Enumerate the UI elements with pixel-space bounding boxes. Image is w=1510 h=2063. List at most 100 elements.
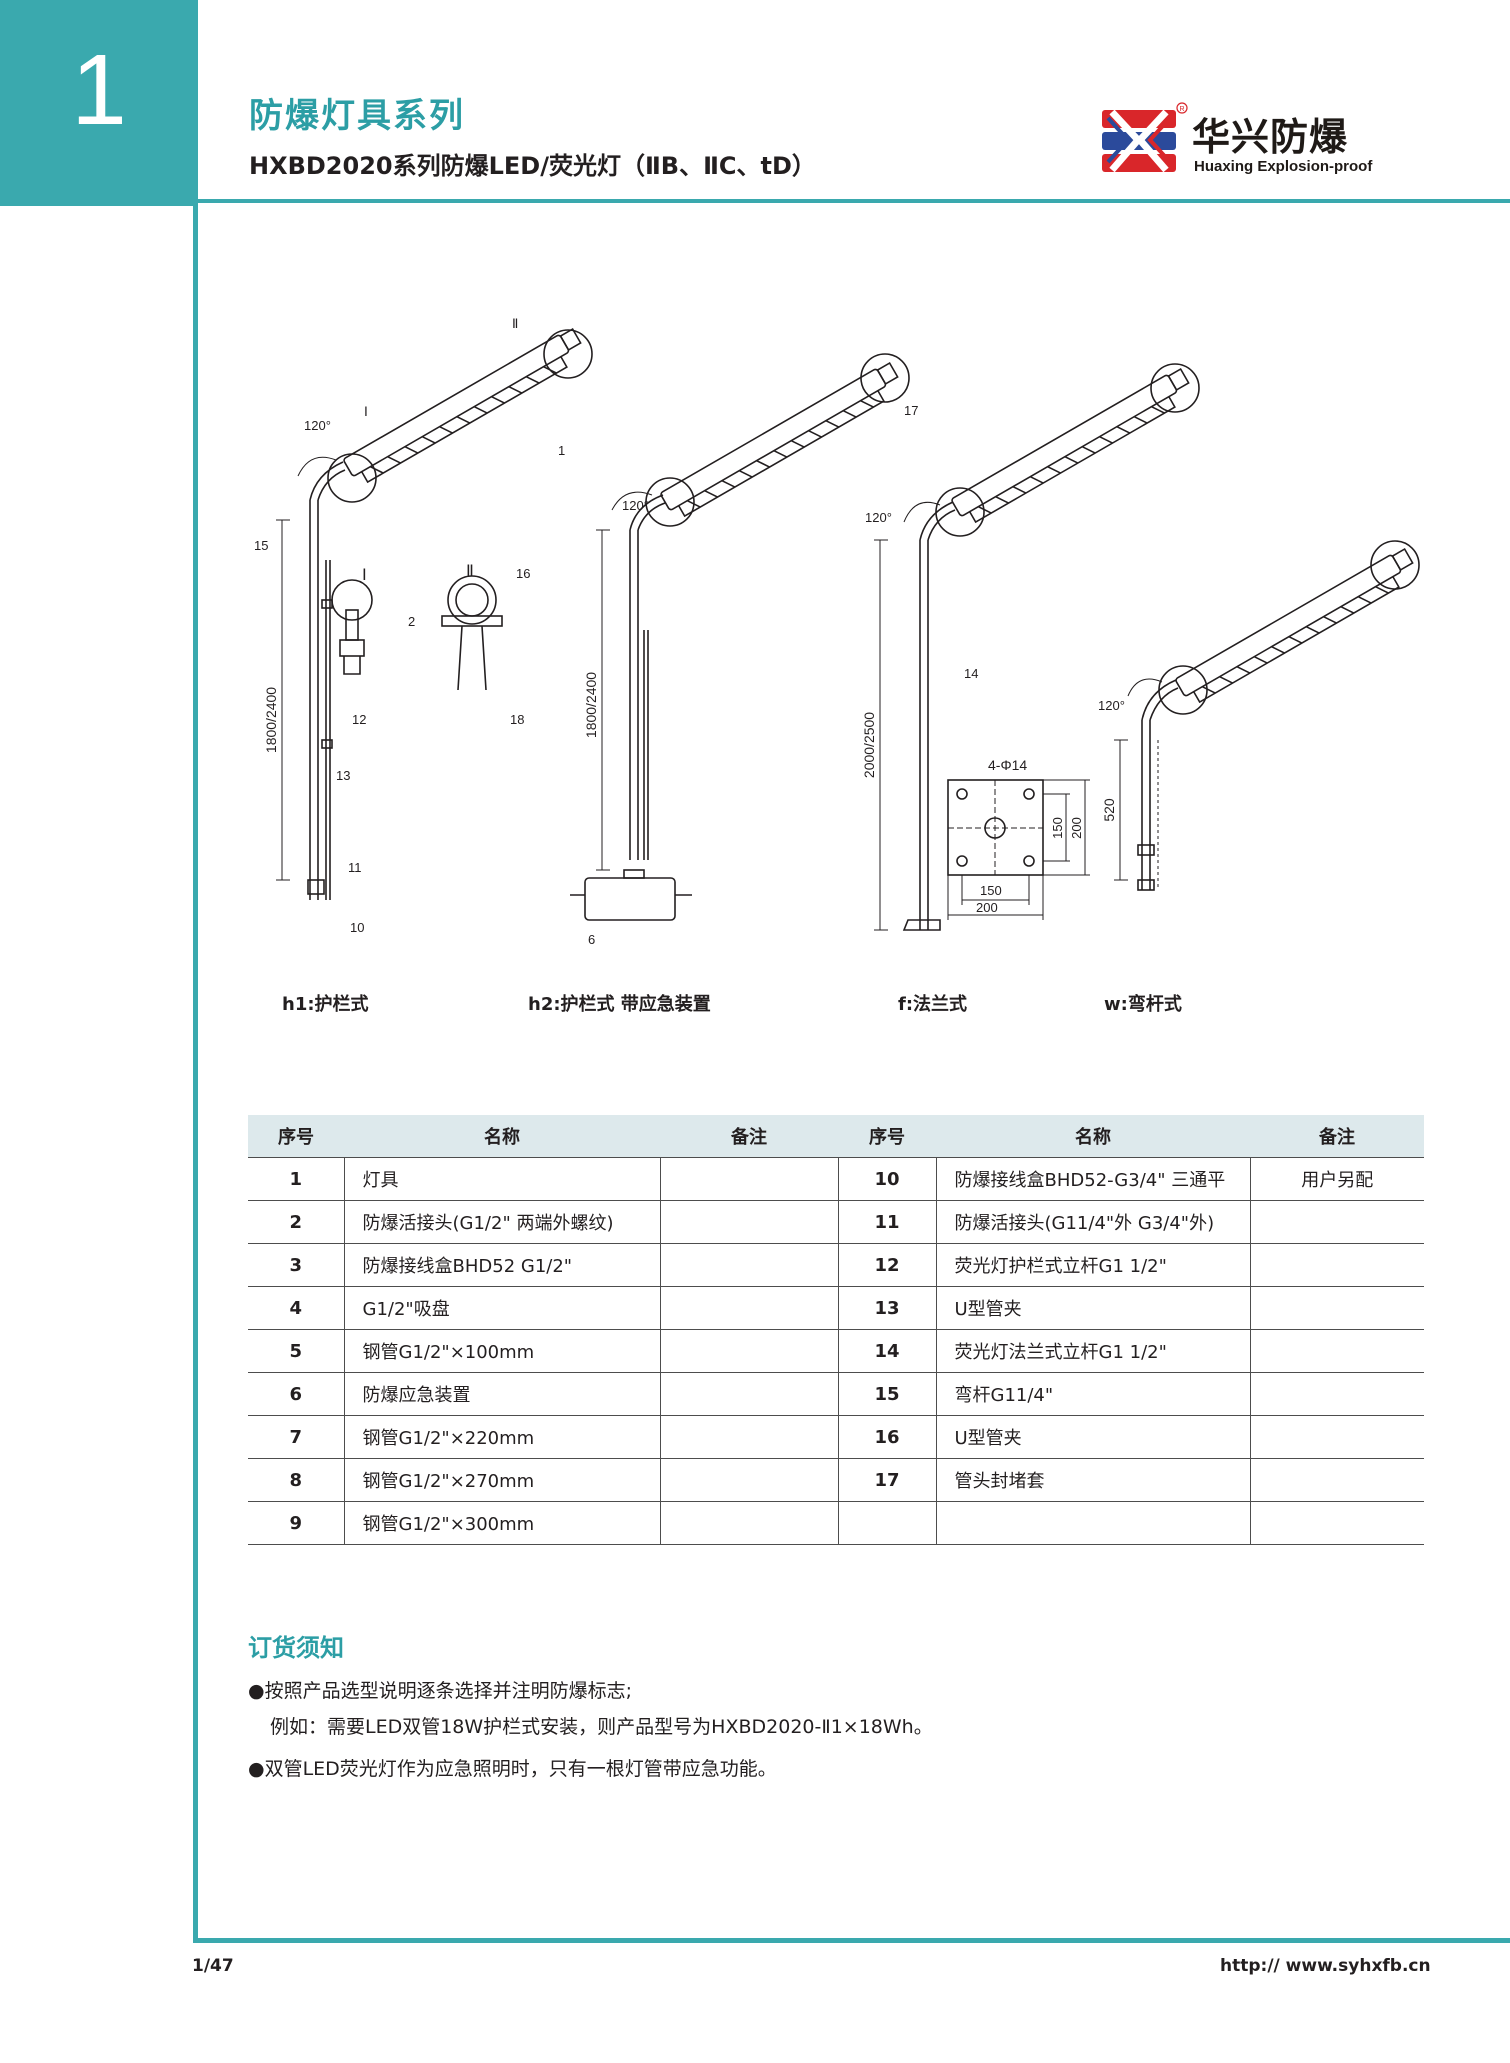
angle-label-h2: 120° bbox=[622, 498, 649, 513]
table-cell-name2: 防爆活接头(G11/4"外 G3/4"外) bbox=[936, 1200, 1251, 1244]
table-cell-note1 bbox=[660, 1243, 839, 1287]
table-cell-no2: 12 bbox=[838, 1243, 937, 1287]
table-cell-note1 bbox=[660, 1415, 839, 1459]
table-cell-no1: 1 bbox=[248, 1157, 345, 1201]
table-cell-name1: 灯具 bbox=[344, 1157, 661, 1201]
table-cell-no2: 11 bbox=[838, 1200, 937, 1244]
caption-w: w:弯杆式 bbox=[1104, 994, 1182, 1015]
table-cell-no1: 3 bbox=[248, 1243, 345, 1287]
table-cell-name1: 钢管G1/2"×100mm bbox=[344, 1329, 661, 1373]
table-cell-name1: 钢管G1/2"×220mm bbox=[344, 1415, 661, 1459]
table-cell-no1: 2 bbox=[248, 1200, 345, 1244]
w-bent-pole-mount-drawing bbox=[1114, 540, 1420, 891]
website-url: http:// www.syhxfb.cn bbox=[1220, 1956, 1431, 1976]
table-cell-note2 bbox=[1250, 1501, 1424, 1545]
callout-2: 2 bbox=[408, 614, 415, 629]
table-cell-no1: 9 bbox=[248, 1501, 345, 1545]
registered-mark: R bbox=[1179, 106, 1184, 113]
table-cell-note2 bbox=[1250, 1415, 1424, 1459]
table-cell-note1 bbox=[660, 1329, 839, 1373]
flange-inner-height: 150 bbox=[1050, 817, 1065, 839]
table-cell-name1: 防爆应急装置 bbox=[344, 1372, 661, 1416]
height-dim-h1: 1800/2400 bbox=[263, 687, 279, 753]
table-cell-name1: 防爆活接头(G1/2" 两端外螺纹) bbox=[344, 1200, 661, 1244]
table-cell-no2: 16 bbox=[838, 1415, 937, 1459]
table-cell-note1 bbox=[660, 1372, 839, 1416]
table-cell-note1 bbox=[660, 1286, 839, 1330]
table-cell-note2 bbox=[1250, 1200, 1424, 1244]
table-cell-no2: 14 bbox=[838, 1329, 937, 1373]
table-cell-note2: 用户另配 bbox=[1250, 1157, 1424, 1201]
table-cell-name2: 管头封堵套 bbox=[936, 1458, 1251, 1502]
callout-12: 12 bbox=[352, 712, 366, 727]
callout-1: 1 bbox=[558, 443, 565, 458]
ordering-line-1: ●按照产品选型说明逐条选择并注明防爆标志; bbox=[248, 1680, 632, 1702]
header-name-right: 名称 bbox=[936, 1115, 1250, 1158]
table-cell-note2 bbox=[1250, 1458, 1424, 1502]
callout-11: 11 bbox=[348, 860, 362, 875]
table-cell-no2: 13 bbox=[838, 1286, 937, 1330]
height-dim-w: 520 bbox=[1101, 798, 1117, 822]
detail-label-ii: Ⅱ bbox=[512, 316, 518, 331]
table-cell-no2: 10 bbox=[838, 1157, 937, 1201]
flange-inner-width: 150 bbox=[980, 883, 1002, 898]
flange-outer-width: 200 bbox=[976, 900, 998, 915]
callout-17: 17 bbox=[904, 403, 918, 418]
table-cell-name1: 钢管G1/2"×300mm bbox=[344, 1501, 661, 1545]
table-cell-name1: 钢管G1/2"×270mm bbox=[344, 1458, 661, 1502]
callout-14: 14 bbox=[964, 666, 978, 681]
callout-10: 10 bbox=[350, 920, 364, 935]
callout-13: 13 bbox=[336, 768, 350, 783]
page-title: 防爆灯具系列 bbox=[249, 96, 465, 136]
table-cell-no1: 5 bbox=[248, 1329, 345, 1373]
detail-view-ii-label: Ⅱ bbox=[466, 563, 474, 580]
caption-h1: h1:护栏式 bbox=[282, 994, 369, 1015]
table-cell-name1: G1/2"吸盘 bbox=[344, 1286, 661, 1330]
table-cell-no2: 15 bbox=[838, 1372, 937, 1416]
h1-guardrail-mount-drawing bbox=[276, 327, 593, 900]
ordering-line-3: ●双管LED荧光灯作为应急照明时，只有一根灯管带应急功能。 bbox=[248, 1758, 777, 1780]
table-cell-note2 bbox=[1250, 1286, 1424, 1330]
header-name-left: 名称 bbox=[344, 1115, 660, 1158]
table-cell-name2: 荧光灯护栏式立杆G1 1/2" bbox=[936, 1243, 1251, 1287]
logo-emblem-icon: R bbox=[1102, 102, 1188, 173]
height-dim-h2: 1800/2400 bbox=[583, 672, 599, 738]
section-number: 1 bbox=[71, 34, 127, 146]
table-cell-note1 bbox=[660, 1458, 839, 1502]
footer-divider bbox=[193, 1938, 1510, 1943]
table-cell-note2 bbox=[1250, 1329, 1424, 1373]
table-cell-note2 bbox=[1250, 1372, 1424, 1416]
page-number: 1/47 bbox=[192, 1956, 234, 1976]
height-dim-f: 2000/2500 bbox=[861, 712, 877, 778]
detail-label-i: Ⅰ bbox=[364, 404, 368, 419]
detail-view-i-label: Ⅰ bbox=[362, 567, 367, 584]
header-note-right: 备注 bbox=[1250, 1115, 1424, 1158]
bolt-hole-label: 4-Φ14 bbox=[988, 757, 1027, 773]
section-number-block: 1 bbox=[0, 0, 198, 206]
table-cell-no1: 4 bbox=[248, 1286, 345, 1330]
caption-h2: h2:护栏式 带应急装置 bbox=[528, 994, 711, 1015]
angle-label-h1: 120° bbox=[304, 418, 331, 433]
logo-name-cn: 华兴防爆 bbox=[1192, 115, 1349, 159]
header-divider bbox=[198, 199, 1510, 203]
header-no-right: 序号 bbox=[838, 1115, 936, 1158]
angle-label-f: 120° bbox=[865, 510, 892, 525]
table-cell-no1: 6 bbox=[248, 1372, 345, 1416]
table-cell-note1 bbox=[660, 1200, 839, 1244]
table-cell-name2: U型管夹 bbox=[936, 1286, 1251, 1330]
installation-drawing: 120° 120° 120° 120° 1800/2400 1800/2400 … bbox=[254, 316, 1420, 947]
table-cell-no1: 7 bbox=[248, 1415, 345, 1459]
callout-15: 15 bbox=[254, 538, 268, 553]
table-header-row: 序号 名称 备注 序号 名称 备注 bbox=[248, 1115, 1424, 1158]
table-cell-note2 bbox=[1250, 1243, 1424, 1287]
header-no-left: 序号 bbox=[248, 1115, 344, 1158]
flange-outer-height: 200 bbox=[1069, 817, 1084, 839]
callout-16: 16 bbox=[516, 566, 530, 581]
left-margin-rule bbox=[193, 206, 198, 1943]
table-cell-note1 bbox=[660, 1501, 839, 1545]
